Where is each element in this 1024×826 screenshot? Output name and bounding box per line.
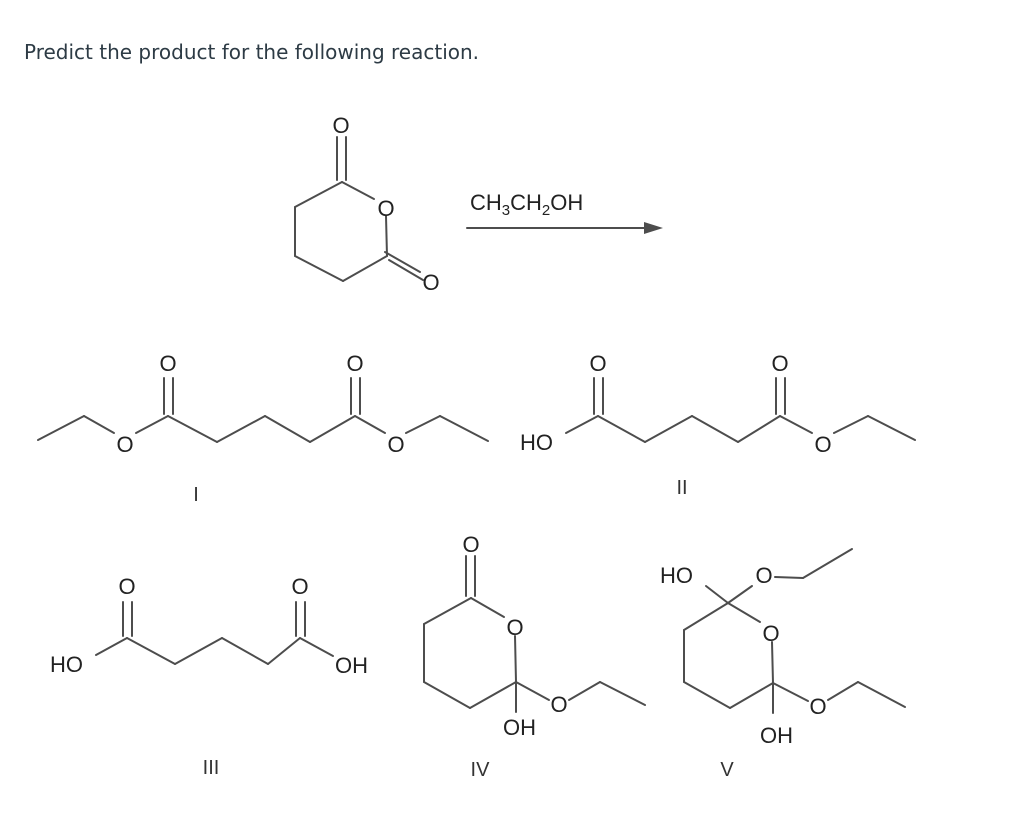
arrow-head [644,222,663,234]
atom-label: OH [760,723,793,748]
atom-label: O [291,574,308,599]
atom-label: OH [335,653,368,678]
option-ii-structure: HO O O O II [520,351,916,499]
atom-label: O [462,532,479,557]
atom-label: O [589,351,606,376]
atom-label: HO [50,652,83,677]
option-v-structure: HO O O O OH V [660,548,906,781]
option-i-structure: O O O O I [37,351,489,506]
atom-label: O [377,196,394,221]
atom-label: O [814,432,831,457]
atom-label: O [762,621,779,646]
option-v-label: V [720,759,734,781]
option-iii-label: III [203,757,220,779]
atom-label: OH [503,715,536,740]
atom-label: HO [520,430,553,455]
atom-label: O [422,270,439,295]
reactant-structure: O O O [294,113,440,295]
atom-label: O [755,563,772,588]
option-iii-structure: HO O O OH III [50,574,368,779]
option-i-label: I [193,484,199,506]
atom-label: O [506,615,523,640]
option-iv-label: IV [471,759,491,781]
atom-label: O [332,113,349,138]
reagent-label: CH3CH2OH [470,190,583,219]
atom-label: O [116,432,133,457]
atom-label: O [771,351,788,376]
atom-label: O [159,351,176,376]
atom-label: HO [660,563,693,588]
atom-label: O [346,351,363,376]
atom-label: O [550,692,567,717]
option-ii-label: II [676,477,687,499]
atom-label: O [809,694,826,719]
atom-label: O [387,432,404,457]
question-text: Predict the product for the following re… [24,40,480,64]
option-iv-structure: O O O OH IV [423,532,646,781]
atom-label: O [118,574,135,599]
